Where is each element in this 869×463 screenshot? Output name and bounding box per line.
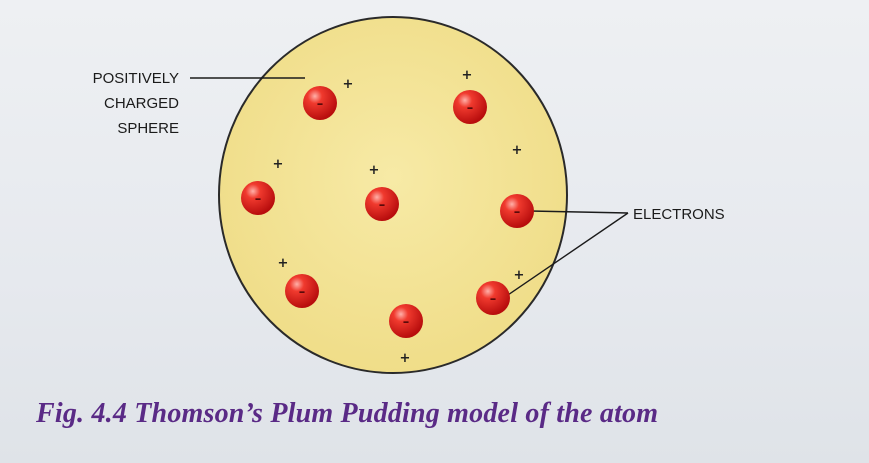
positive-charge: + — [343, 77, 354, 92]
positive-charge: + — [462, 68, 473, 83]
svg-text:–: – — [317, 97, 324, 112]
positive-charge: + — [512, 143, 523, 158]
svg-text:–: – — [403, 315, 410, 330]
electron: – — [303, 86, 337, 120]
svg-text:–: – — [255, 192, 262, 207]
svg-text:–: – — [467, 101, 474, 116]
positive-charge: + — [273, 157, 284, 172]
sphere-label-line-3: SPHERE — [117, 120, 179, 137]
electrons-pointer-line-1 — [529, 210, 629, 214]
electron: – — [241, 181, 275, 215]
electron: – — [389, 304, 423, 338]
svg-text:–: – — [379, 198, 386, 213]
electrons-pointer-line-2 — [504, 212, 629, 298]
svg-text:–: – — [490, 292, 497, 307]
svg-text:–: – — [299, 285, 306, 300]
positive-charge: + — [400, 351, 411, 366]
electron: – — [285, 274, 319, 308]
sphere-label-line-2: CHARGED — [104, 95, 179, 112]
positive-charge: + — [278, 256, 289, 271]
electron: – — [500, 194, 534, 228]
electron: – — [476, 281, 510, 315]
figure-caption: Fig. 4.4 Thomson’s Plum Pudding model of… — [36, 398, 659, 429]
svg-text:–: – — [514, 205, 521, 220]
positive-charge: + — [514, 268, 525, 283]
electrons-label: ELECTRONS — [633, 206, 725, 223]
electron: – — [365, 187, 399, 221]
electron: – — [453, 90, 487, 124]
positive-charge: + — [369, 163, 380, 178]
sphere-label-line-1: POSITIVELY — [93, 70, 179, 87]
